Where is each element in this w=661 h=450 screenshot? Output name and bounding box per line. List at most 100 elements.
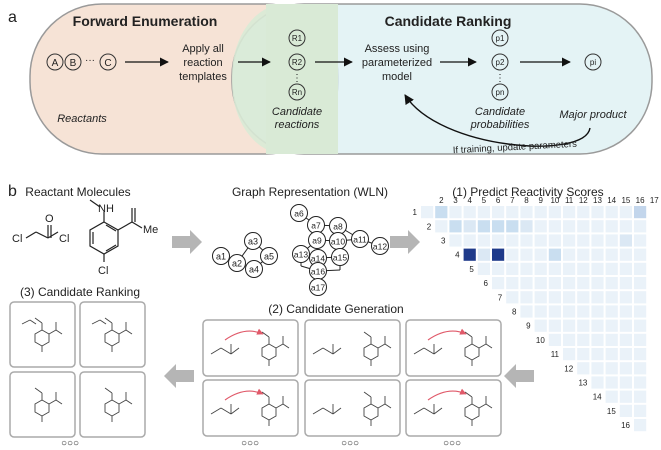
matrix-row-label: 13: [578, 379, 587, 388]
matrix-cell: [619, 220, 632, 233]
matrix-cell: [577, 206, 590, 219]
feedback-arrow: [404, 94, 591, 147]
generation-more-dots-2: ○○○: [341, 438, 359, 449]
matrix-cell: [591, 234, 604, 247]
matrix-cell: [605, 376, 618, 389]
matrix-cell: [548, 277, 561, 290]
reactants-label: Reactants: [57, 113, 107, 125]
matrix-cell: [563, 291, 576, 304]
reactant-dots: ···: [85, 55, 95, 66]
matrix-cell: [563, 333, 576, 346]
matrix-cell: [506, 248, 519, 261]
matrix-cell: [577, 362, 590, 375]
matrix-cell: [492, 248, 505, 261]
matrix-row-label: 9: [526, 322, 531, 331]
matrix-col-label: 14: [607, 196, 616, 205]
matrix-cell: [634, 362, 647, 375]
big-node-circle: [292, 245, 310, 263]
matrix-cell: [619, 333, 632, 346]
matrix-cell: [591, 362, 604, 375]
cl-bottom-label: Cl: [98, 265, 108, 277]
apply-line-2: reaction: [183, 57, 222, 69]
big-node-label: a15: [333, 253, 347, 263]
ranking-boxes: [9, 301, 146, 438]
matrix-col-label: 17: [650, 196, 659, 205]
matrix-cell: [477, 234, 490, 247]
matrix-cell: [577, 291, 590, 304]
matrix-cell: [591, 220, 604, 233]
matrix-cell: [577, 333, 590, 346]
matrix-cell: [563, 206, 576, 219]
aniline-molecule: [89, 199, 143, 262]
small-node-circle: [245, 260, 263, 278]
arrow-to-ranking: [164, 364, 194, 388]
matrix-cell: [548, 220, 561, 233]
matrix-cell: [506, 234, 519, 247]
big-node-label: a16: [311, 267, 325, 277]
matrix-cell: [577, 248, 590, 261]
matrix-cell: [534, 291, 547, 304]
matrix-cell: [449, 234, 462, 247]
matrix-cell: [591, 262, 604, 275]
big-node-circle: [309, 278, 327, 296]
matrix-cell: [634, 206, 647, 219]
carbonyl-o-label: O: [45, 213, 54, 225]
small-node-label: a3: [248, 237, 258, 247]
ranking-box: [9, 371, 76, 438]
matrix-cell: [634, 348, 647, 361]
matrix-cell: [548, 234, 561, 247]
matrix-col-label: 8: [524, 196, 529, 205]
matrix-cell: [591, 277, 604, 290]
matrix-col-label: 12: [579, 196, 588, 205]
small-node-circle: [260, 247, 278, 265]
matrix-cell: [619, 390, 632, 403]
matrix-cell: [591, 376, 604, 389]
matrix-col-label: 10: [550, 196, 559, 205]
matrix-cell: [492, 234, 505, 247]
small-node-circle: [244, 232, 262, 250]
big-node-label: a14: [311, 254, 325, 264]
generation-box: [304, 379, 401, 437]
matrix-cell: [463, 206, 476, 219]
matrix-cell: [520, 234, 533, 247]
big-node-circle: [308, 231, 326, 249]
chloroacetyl-chloride-molecule: [25, 225, 59, 239]
generation-more-dots-3: ○○○: [443, 438, 461, 449]
matrix-cell: [605, 206, 618, 219]
matrix-cell: [520, 248, 533, 261]
matrix-cell: [463, 248, 476, 261]
matrix-cell: [634, 333, 647, 346]
matrix-row-label: 14: [593, 393, 602, 402]
big-node-label: a13: [294, 250, 308, 260]
ranking-box: [9, 301, 76, 368]
matrix-row-label: 10: [536, 336, 545, 345]
matrix-col-label: 4: [467, 196, 472, 205]
matrix-cell: [619, 319, 632, 332]
matrix-cell: [563, 319, 576, 332]
matrix-cell: [534, 262, 547, 275]
small-node-circle: [212, 247, 230, 265]
matrix-col-label: 9: [538, 196, 543, 205]
generation-boxes: [202, 319, 502, 437]
matrix-cell: [634, 248, 647, 261]
graph-title: Graph Representation (WLN): [232, 185, 388, 199]
assess-line-3: model: [382, 71, 412, 83]
probability-circles: p1 p2 ⋮ pn: [491, 29, 509, 101]
matrix-row-label: 4: [455, 251, 460, 260]
big-node-label: a7: [311, 221, 321, 231]
matrix-cell: [591, 319, 604, 332]
matrix-cell: [492, 277, 505, 290]
reactant-a: A: [52, 58, 59, 69]
matrix-cell: [605, 333, 618, 346]
matrix-row-label: 3: [441, 237, 446, 246]
big-node-circle: [331, 248, 349, 266]
big-node-label: a17: [311, 283, 325, 293]
matrix-cell: [534, 319, 547, 332]
matrix-row-label: 11: [551, 350, 560, 359]
prob-p2: p2: [496, 58, 505, 67]
matrix-col-label: 13: [593, 196, 602, 205]
matrix-cell: [619, 234, 632, 247]
matrix-cell: [605, 277, 618, 290]
matrix-cell: [591, 333, 604, 346]
